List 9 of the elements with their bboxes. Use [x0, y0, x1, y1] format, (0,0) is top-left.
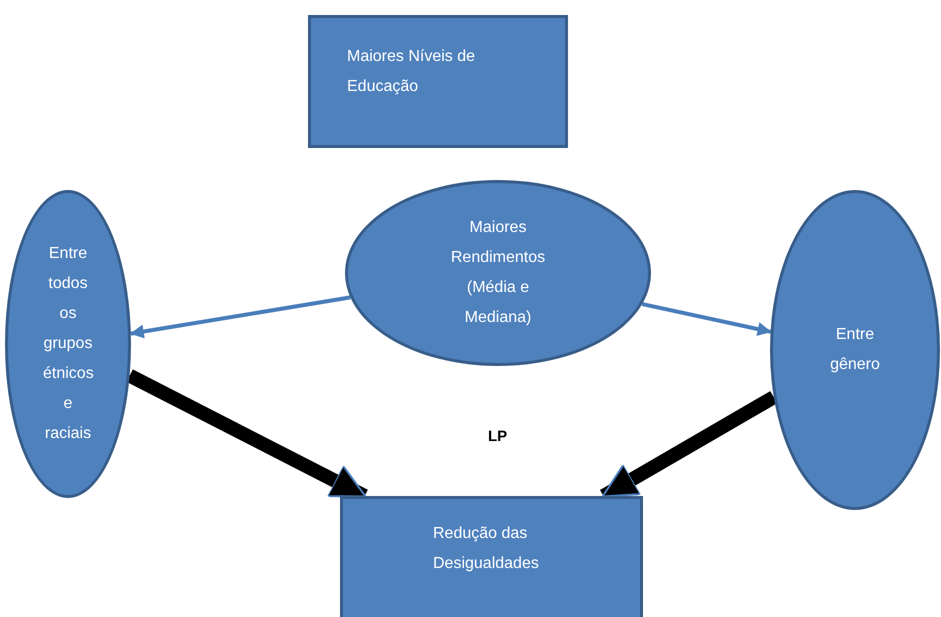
- node-text: Entre gênero: [829, 325, 881, 375]
- node-text: Maiores Níveis de Educação: [347, 47, 476, 97]
- process-box: [340, 496, 643, 617]
- arrow: [130, 295, 351, 338]
- node-text: Redução das Desigualdades: [433, 524, 540, 574]
- note-label: LP: [488, 428, 508, 445]
- process-box: [308, 15, 568, 148]
- node-text: Entre todos os grupos étnicos e raciais: [43, 244, 93, 444]
- node-text: Maiores Rendimentos (Média e Mediana): [450, 218, 546, 328]
